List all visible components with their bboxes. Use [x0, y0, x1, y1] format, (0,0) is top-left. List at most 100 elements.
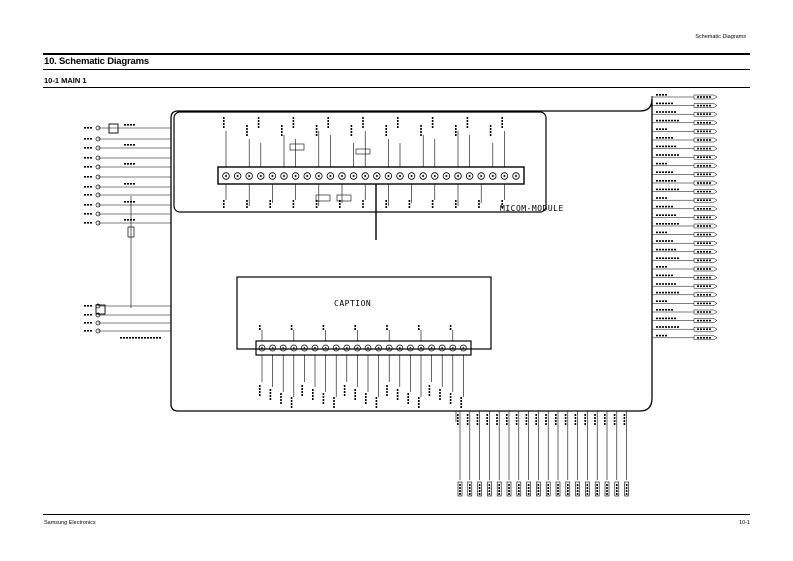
label-mark — [703, 311, 705, 313]
label-mark — [84, 186, 86, 188]
label-mark — [706, 225, 708, 227]
label-mark — [124, 183, 126, 185]
micom-pin-dot — [445, 175, 448, 177]
left-net-terminal — [95, 125, 101, 131]
label-mark — [87, 176, 89, 178]
micom-pin-dot — [294, 175, 297, 177]
label-mark — [665, 145, 667, 148]
label-mark — [466, 126, 469, 128]
label-mark — [709, 147, 711, 150]
label-mark — [671, 145, 673, 148]
label-mark — [469, 490, 471, 492]
label-mark — [385, 131, 387, 133]
label-mark — [665, 214, 667, 216]
label-mark — [354, 328, 356, 330]
label-mark — [478, 206, 480, 208]
micom-pin-dot — [515, 175, 517, 177]
label-mark — [527, 487, 530, 489]
label-mark — [431, 200, 434, 202]
label-mark — [665, 334, 667, 337]
label-mark — [90, 157, 92, 159]
label-mark — [662, 94, 664, 96]
label-mark — [706, 130, 708, 133]
label-mark — [703, 302, 705, 305]
label-mark — [130, 144, 132, 146]
label-mark — [697, 104, 699, 107]
label-mark — [674, 154, 676, 156]
caption-pin — [459, 344, 467, 352]
label-mark — [659, 128, 661, 130]
label-mark — [457, 414, 459, 416]
label-mark — [515, 417, 518, 419]
label-mark — [246, 128, 248, 130]
label-mark — [90, 138, 92, 140]
label-mark — [354, 389, 356, 391]
label-mark — [700, 122, 702, 124]
micom-pin — [349, 172, 358, 180]
label-mark — [385, 128, 387, 130]
label-mark — [659, 119, 661, 122]
label-mark — [656, 180, 658, 182]
caption-pin — [269, 344, 277, 352]
right-bus-port — [693, 301, 718, 306]
label-mark — [460, 403, 462, 405]
right-bus-port — [693, 180, 718, 186]
label-mark — [292, 200, 295, 202]
label-mark — [84, 213, 86, 215]
label-mark — [706, 147, 708, 150]
bottom-port — [565, 481, 571, 497]
label-mark — [87, 194, 89, 196]
left-net-terminal — [95, 174, 101, 180]
label-mark — [90, 314, 92, 316]
label-mark — [700, 242, 702, 244]
bottom-port — [575, 481, 580, 497]
bottom-port — [526, 481, 531, 497]
label-mark — [659, 326, 661, 328]
label-mark — [677, 291, 679, 294]
label-mark — [659, 283, 661, 285]
label-mark — [706, 311, 708, 313]
label-mark — [656, 257, 658, 259]
right-bus-port — [693, 266, 718, 272]
bottom-port — [555, 481, 561, 497]
micom-pin-dot — [422, 175, 425, 177]
label-mark — [709, 216, 711, 219]
label-mark — [315, 206, 318, 208]
label-mark — [515, 420, 518, 422]
label-mark — [408, 203, 411, 205]
label-mark — [350, 134, 353, 136]
label-mark — [489, 134, 492, 136]
label-mark — [700, 337, 702, 339]
label-mark — [706, 233, 708, 236]
label-mark — [656, 223, 658, 225]
label-mark — [659, 266, 661, 268]
label-mark — [668, 111, 670, 113]
caption-pin-dot — [314, 347, 316, 349]
label-mark — [662, 283, 664, 285]
left-net-terminal — [95, 192, 101, 198]
label-mark — [555, 420, 557, 422]
label-mark — [656, 111, 658, 113]
label-mark — [700, 173, 702, 176]
right-bus-port — [693, 326, 718, 332]
label-mark — [674, 111, 676, 113]
label-mark — [656, 317, 658, 320]
label-mark — [586, 487, 589, 489]
label-mark — [386, 388, 388, 390]
right-bus-port — [693, 154, 718, 160]
label-mark — [697, 251, 699, 253]
label-mark — [257, 126, 260, 128]
label-mark — [545, 414, 547, 416]
label-mark — [420, 134, 422, 136]
label-mark — [466, 117, 469, 119]
bottom-port — [506, 481, 512, 497]
label-mark — [478, 203, 480, 205]
label-mark — [625, 484, 628, 486]
subsection-title: 10-1 MAIN 1 — [44, 76, 87, 85]
label-mark — [674, 214, 676, 216]
label-mark — [706, 337, 708, 339]
label-mark — [84, 194, 86, 196]
label-mark — [362, 123, 364, 125]
label-mark — [700, 319, 702, 322]
label-mark — [584, 414, 586, 416]
